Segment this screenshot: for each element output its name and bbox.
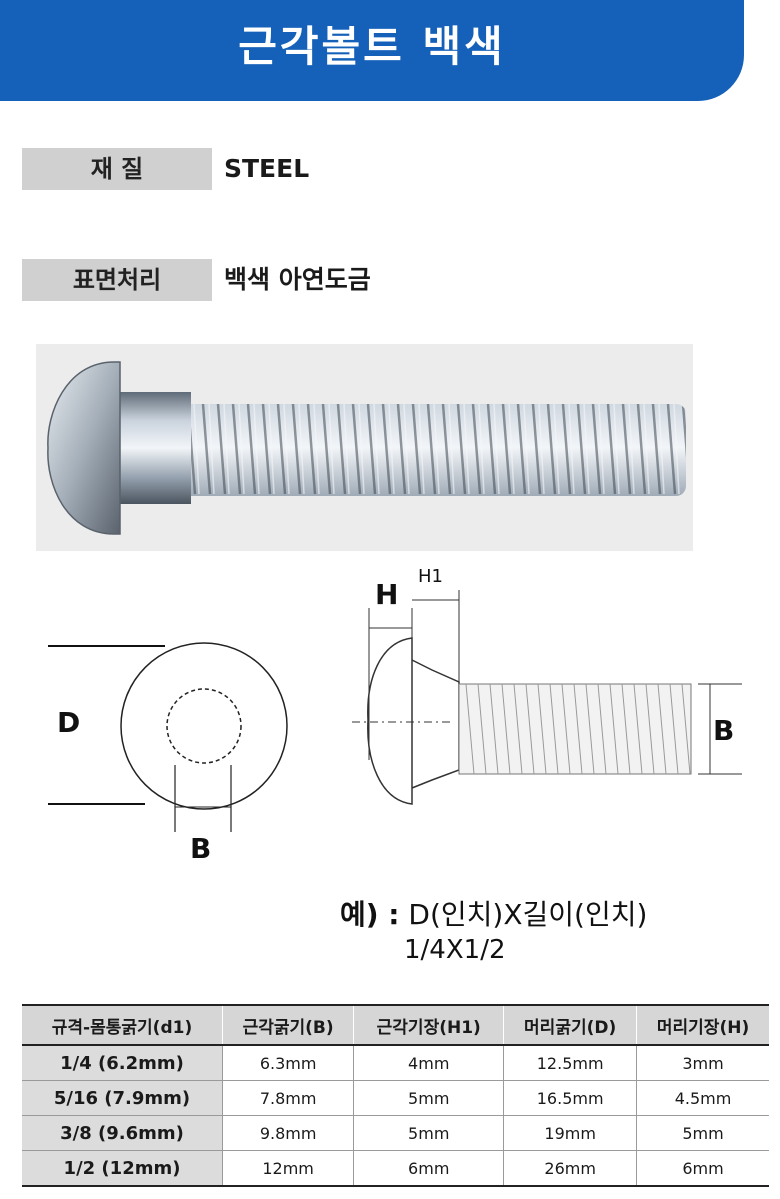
header-head-length: 머리기장(H) [636, 1004, 769, 1046]
cell-head-diameter: 16.5mm [503, 1080, 637, 1116]
cell-neck-length: 6mm [353, 1150, 504, 1187]
cell-head-diameter: 12.5mm [503, 1045, 637, 1081]
table-header-row: 규격-몸통굵기(d1) 근각굵기(B) 근각기장(H1) 머리굵기(D) 머리기… [22, 1004, 769, 1046]
cell-size: 1/4 (6.2mm) [22, 1045, 223, 1081]
page-title: 근각볼트 백색 [238, 22, 506, 71]
dimension-label-h: H [375, 578, 399, 611]
cell-head-length: 6mm [636, 1150, 769, 1187]
table-row: 1/4 (6.2mm) 6.3mm 4mm 12.5mm 3mm [22, 1045, 769, 1081]
dimension-label-d: D [57, 706, 81, 739]
title-banner [0, 0, 744, 101]
spec-table: 규격-몸통굵기(d1) 근각굵기(B) 근각기장(H1) 머리굵기(D) 머리기… [22, 1004, 769, 1187]
material-label: 재 질 [22, 148, 212, 190]
example-sample: 1/4X1/2 [404, 935, 506, 965]
table-row: 3/8 (9.6mm) 9.8mm 5mm 19mm 5mm [22, 1115, 769, 1151]
dimension-label-b-front: B [190, 832, 212, 865]
bolt-photo [36, 344, 693, 551]
dimension-label-b-side: B [713, 714, 735, 747]
table-row: 1/2 (12mm) 12mm 6mm 26mm 6mm [22, 1150, 769, 1187]
cell-head-length: 4.5mm [636, 1080, 769, 1116]
cell-neck-width: 12mm [221, 1150, 354, 1187]
header-neck-length: 근각기장(H1) [353, 1004, 504, 1046]
table-row: 5/16 (7.9mm) 7.8mm 5mm 16.5mm 4.5mm [22, 1080, 769, 1116]
example-prefix: 예) : [340, 898, 400, 931]
cell-neck-width: 6.3mm [221, 1045, 354, 1081]
dimension-label-h1: H1 [418, 566, 443, 587]
cell-head-length: 3mm [636, 1045, 769, 1081]
example-formula: D(인치)X길이(인치) [408, 898, 648, 931]
cell-neck-length: 4mm [353, 1045, 504, 1081]
cell-neck-width: 9.8mm [221, 1115, 354, 1151]
header-neck-width: 근각굵기(B) [221, 1004, 354, 1046]
cell-neck-length: 5mm [353, 1115, 504, 1151]
header-head-diameter: 머리굵기(D) [503, 1004, 637, 1046]
cell-head-diameter: 19mm [503, 1115, 637, 1151]
bolt-photo-illustration [47, 361, 686, 535]
cell-neck-width: 7.8mm [221, 1080, 354, 1116]
material-value: STEEL [224, 154, 310, 183]
cell-size: 3/8 (9.6mm) [22, 1115, 223, 1151]
cell-size: 5/16 (7.9mm) [22, 1080, 223, 1116]
size-example: 예) : D(인치)X길이(인치) 1/4X1/2 [340, 893, 760, 965]
dimension-lines [48, 590, 742, 832]
surface-treatment-value: 백색 아연도금 [224, 265, 371, 294]
header-size: 규격-몸통굵기(d1) [22, 1004, 223, 1046]
dimension-drawing: D B H H1 B [0, 560, 780, 890]
cell-head-length: 5mm [636, 1115, 769, 1151]
surface-treatment-label: 표면처리 [22, 259, 212, 301]
cell-head-diameter: 26mm [503, 1150, 637, 1187]
cell-neck-length: 5mm [353, 1080, 504, 1116]
cell-size: 1/2 (12mm) [22, 1150, 223, 1187]
